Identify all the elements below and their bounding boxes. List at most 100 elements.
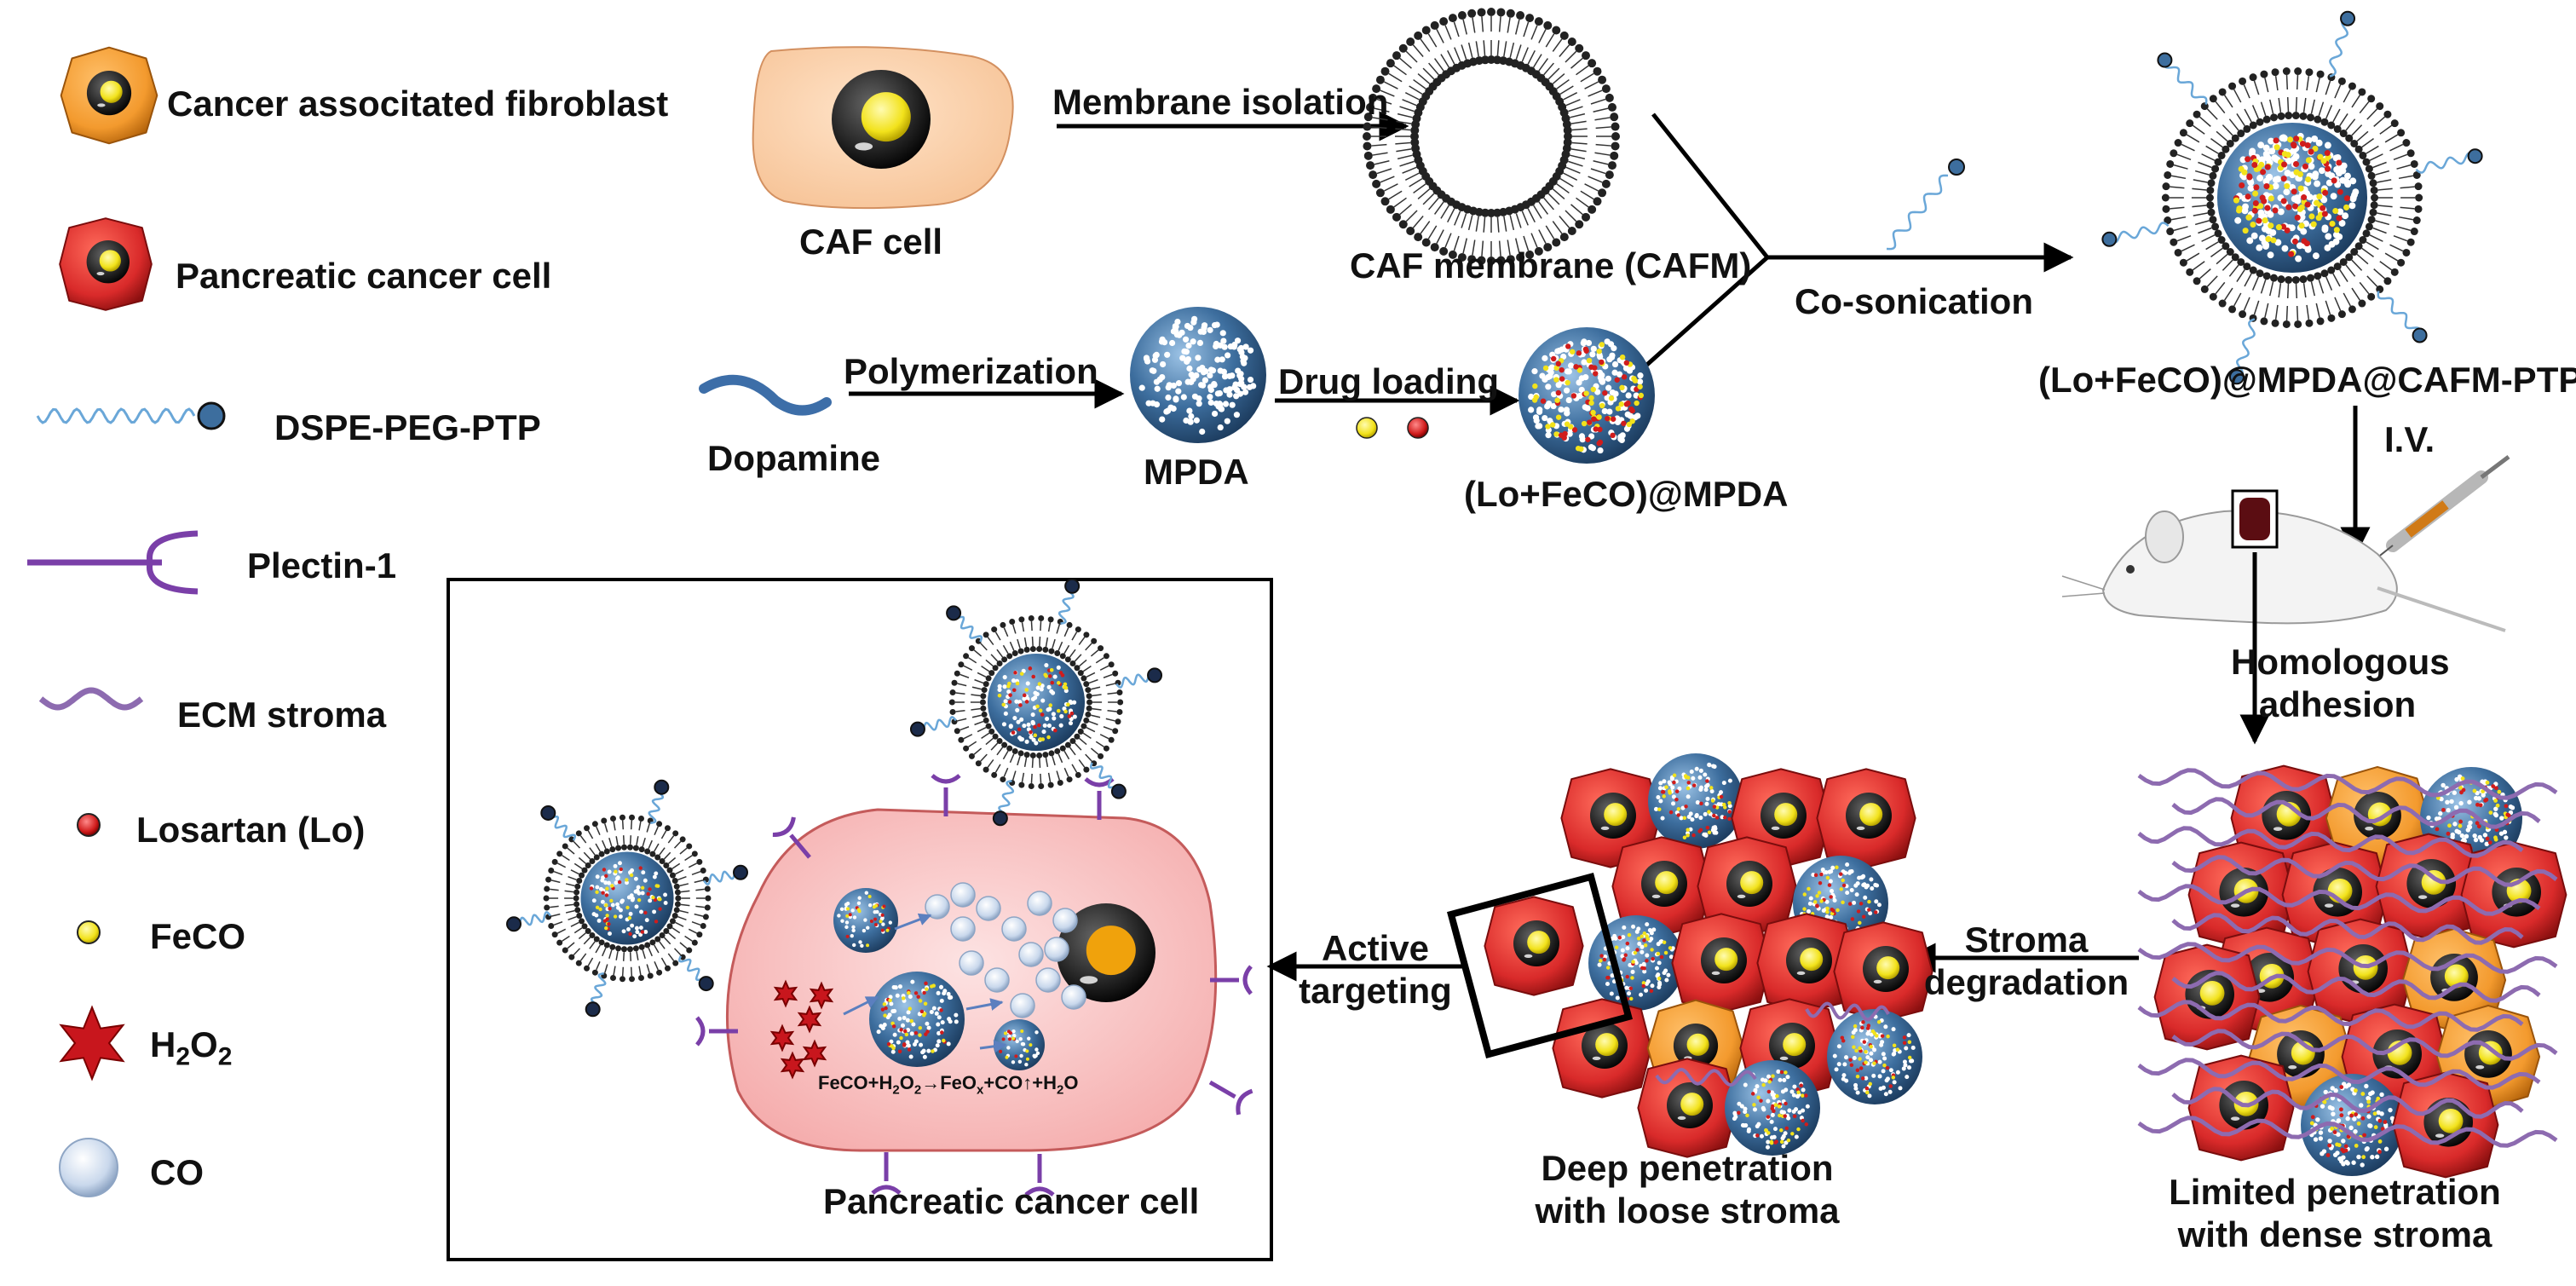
lipid-head xyxy=(975,760,982,767)
drug-dot xyxy=(1907,1040,1912,1045)
lipid-tail xyxy=(1570,120,1587,124)
legend-ecm-label: ECM stroma xyxy=(177,695,387,735)
highlight xyxy=(2230,903,2240,908)
drug-dot xyxy=(1799,1083,1803,1087)
lipid-head xyxy=(1047,616,1054,623)
drug-dot xyxy=(2458,819,2463,824)
pore xyxy=(1528,407,1535,413)
final-nanoparticle xyxy=(2101,10,2483,385)
drug-dot xyxy=(1029,1043,1033,1047)
drug-dot xyxy=(1067,714,1072,718)
lipid-head xyxy=(629,976,636,983)
pore xyxy=(1625,392,1632,399)
lipid-tail xyxy=(679,883,689,887)
drug-dot xyxy=(1790,1132,1795,1136)
pore xyxy=(1670,785,1675,790)
pore xyxy=(839,907,844,911)
drug-dot xyxy=(908,1006,913,1011)
pore xyxy=(641,870,646,875)
pore xyxy=(1867,1093,1872,1099)
drug-dot xyxy=(1040,712,1045,717)
pore xyxy=(1536,407,1543,413)
drug-dot xyxy=(2320,205,2326,211)
lipid-head xyxy=(2256,269,2264,278)
lipid-tail xyxy=(2372,227,2387,234)
drug-dot xyxy=(1773,1103,1778,1107)
pore xyxy=(881,922,885,926)
pore xyxy=(2438,810,2443,816)
pore xyxy=(600,878,605,883)
lipid-tail xyxy=(1565,99,1581,107)
mouse xyxy=(2061,489,2506,632)
lipid-tail xyxy=(973,649,983,657)
pore xyxy=(1709,789,1714,794)
nanoparticle-inside xyxy=(994,1019,1045,1070)
drug-dot xyxy=(2377,1139,2383,1144)
drug-dot xyxy=(1060,673,1065,678)
lipid-head xyxy=(691,939,698,946)
lipid-tail xyxy=(673,948,682,956)
drug-dot xyxy=(897,1049,902,1053)
coated-nanoparticle-left xyxy=(505,779,749,1018)
drug-dot xyxy=(1625,941,1630,946)
lipid-head xyxy=(585,927,591,934)
drug-dot xyxy=(1831,908,1835,913)
pore xyxy=(850,933,854,938)
lipid-tail xyxy=(1453,235,1460,251)
lipid-head xyxy=(1421,238,1431,247)
lipid-tail xyxy=(2260,279,2267,294)
drug-dot xyxy=(1815,903,1819,908)
pore xyxy=(892,1032,897,1037)
pore xyxy=(2426,815,2431,821)
mouse-ear xyxy=(2145,510,2184,563)
lipid-tail xyxy=(1428,197,1439,210)
lipid-head xyxy=(664,965,671,972)
lipid-tail xyxy=(2205,241,2219,251)
highlight xyxy=(1856,826,1865,831)
lipid-head xyxy=(691,851,698,857)
lipid-tail xyxy=(553,871,563,876)
lipid-head xyxy=(1086,705,1092,712)
lipid-head xyxy=(543,895,550,902)
pore xyxy=(844,925,849,930)
lipid-head xyxy=(1112,728,1119,735)
pore xyxy=(652,874,657,879)
lipid-tail xyxy=(2343,292,2351,307)
drug-dot xyxy=(1001,702,1006,707)
drug-dot xyxy=(605,886,609,891)
drug-dot xyxy=(1586,419,1593,425)
lipid-tail xyxy=(2285,305,2289,321)
pore xyxy=(1002,675,1007,680)
lipid-tail xyxy=(2351,124,2363,136)
lipid-tail xyxy=(613,821,616,831)
pore xyxy=(634,926,639,931)
pore xyxy=(1801,1108,1806,1113)
pore xyxy=(1609,389,1616,396)
lipid-tail xyxy=(677,915,687,920)
drug-dot xyxy=(1554,397,1560,403)
drug-dot xyxy=(2268,195,2274,202)
drug-dot xyxy=(1619,384,1625,391)
lipid-tail xyxy=(974,678,984,684)
drug-dot xyxy=(1767,1080,1772,1084)
h2o2-star xyxy=(809,981,834,1010)
pore xyxy=(1898,1086,1903,1091)
lipid-tail xyxy=(1559,44,1570,57)
pore xyxy=(1051,690,1056,695)
drug-dot xyxy=(1651,956,1655,961)
lipid-tail xyxy=(550,913,561,917)
lipid-tail xyxy=(677,876,687,881)
drug-dot xyxy=(2435,827,2440,832)
lipid-head xyxy=(626,946,633,953)
lipid-head xyxy=(1605,93,1614,102)
lipid-tail xyxy=(2372,161,2387,169)
lipid-head xyxy=(1477,8,1486,17)
lipid-tail xyxy=(1507,239,1511,256)
cancer-cell xyxy=(1833,921,1933,1022)
drug-dot xyxy=(2341,1149,2346,1154)
lipid-head xyxy=(1605,170,1614,180)
lipid-tail xyxy=(2236,268,2245,282)
pore xyxy=(1906,1065,1912,1070)
drug-dot xyxy=(1576,350,1582,356)
lipid-tail xyxy=(2192,205,2207,208)
